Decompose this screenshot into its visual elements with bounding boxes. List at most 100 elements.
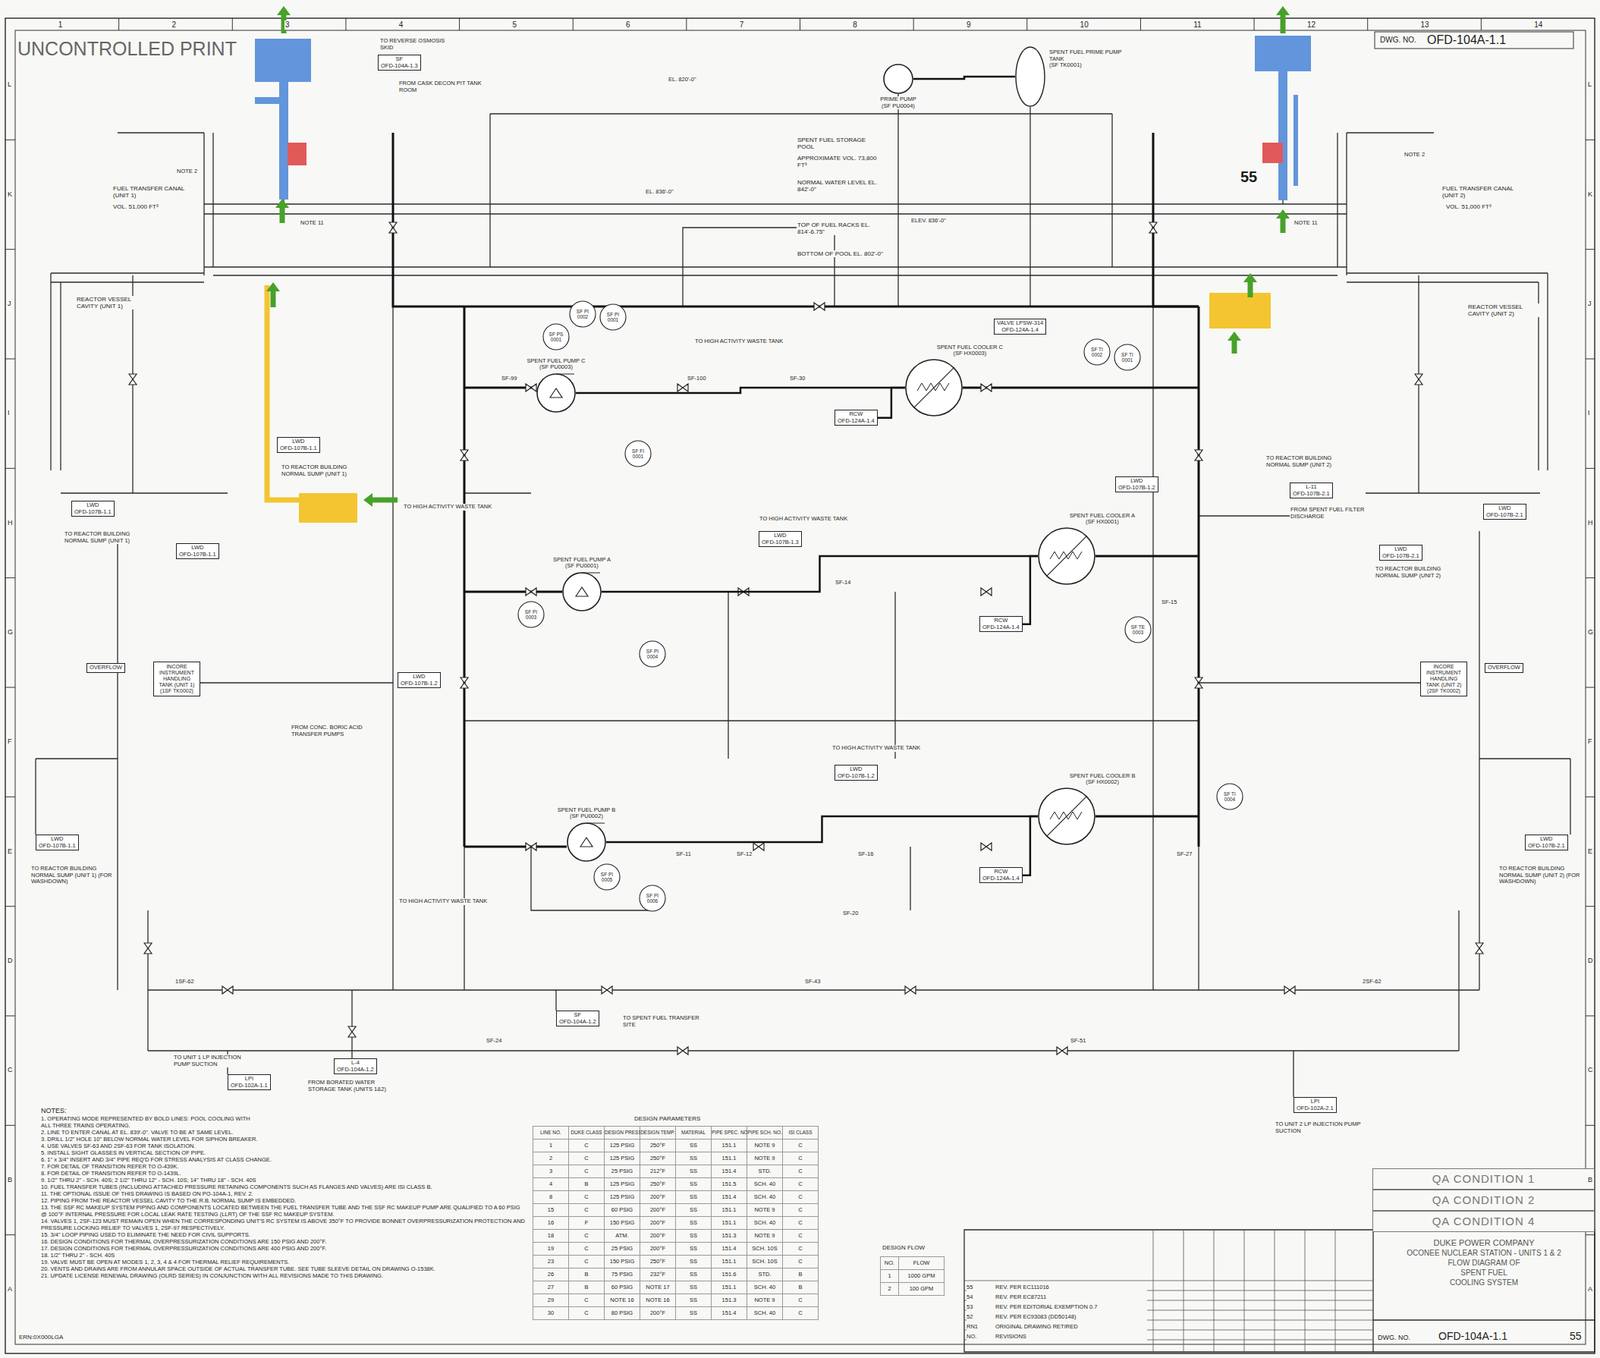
valve-symbol	[677, 1046, 689, 1055]
green-arrow	[279, 207, 286, 224]
note-line: 18. 1/2" THRU 2" - SCH. 40S	[40, 1251, 527, 1259]
table-cell: C	[568, 1139, 605, 1153]
green-arrowhead	[1276, 209, 1290, 219]
note-line: 14. VALVES 1, 2SF-123 MUST REMAIN OPEN W…	[40, 1217, 527, 1232]
pump-symbol: SPENT FUEL PUMP A(SF PU0001)	[562, 572, 602, 612]
process-line	[606, 816, 1038, 843]
table-cell: 125 PSIG	[604, 1152, 641, 1166]
grid-letter: F	[1587, 737, 1594, 745]
green-arrowhead	[276, 6, 291, 16]
valve-symbol	[389, 222, 397, 233]
grid-letter: E	[1587, 847, 1594, 856]
reference-text: OFD-102A-1.1	[230, 1082, 268, 1090]
green-arrowhead	[1227, 331, 1242, 341]
note-line: 10. FUEL TRANSFER TUBES (INCLUDING ATTAC…	[40, 1183, 527, 1191]
tank-text: INCORE INSTRUMENT HANDLING TANK (UNIT 1)	[155, 663, 199, 689]
table-cell: SS	[675, 1307, 712, 1321]
pipe-line	[34, 758, 36, 835]
bold-pipe-line	[1095, 555, 1199, 558]
valve-tag: DWG. NO.	[1376, 1333, 1412, 1342]
valve-tag: 1SF-62	[174, 978, 195, 986]
pipe-line	[59, 282, 61, 471]
table-cell: C	[782, 1165, 819, 1179]
pipe-line	[1336, 132, 1338, 268]
valve-tag: SF-14	[834, 579, 852, 587]
component-tag: SPENT FUEL COOLER A	[1069, 512, 1135, 520]
table-cell: C	[568, 1242, 605, 1256]
reference-text: OFD-124A-1.4	[982, 875, 1020, 883]
table-cell: SS	[675, 1242, 712, 1256]
grid-letter: I	[1587, 408, 1591, 417]
grid-tick	[685, 18, 687, 31]
valve-symbol	[460, 449, 469, 461]
table-cell: C	[782, 1139, 819, 1153]
component-label: SPENT FUEL COOLER A(SF HX0001)	[1069, 512, 1135, 526]
table-header: PIPE SPEC. NO.	[711, 1126, 748, 1140]
green-arrow	[1232, 340, 1238, 354]
bubble-text-holder: SF PS 0001	[544, 331, 568, 343]
table-cell: 26	[533, 1268, 569, 1282]
table-cell: NOTE 9	[747, 1203, 783, 1217]
table-cell: 80 PSIG	[604, 1307, 641, 1321]
grid-tick	[913, 18, 915, 31]
valve-symbol	[980, 383, 992, 392]
reference-box: L-4OFD-104A-1.2	[333, 1058, 378, 1075]
green-arrow	[1280, 218, 1286, 233]
drawing-label: UNCONTROLLED PRINT	[16, 37, 238, 60]
table-cell: SS	[675, 1294, 712, 1308]
grid-letter: A	[1587, 1285, 1594, 1293]
table-cell: C	[568, 1294, 605, 1308]
component-label: SPENT FUEL PUMP C(SF PU0003)	[527, 358, 586, 371]
revision-column	[1335, 1229, 1336, 1352]
bubble-circle	[569, 301, 596, 327]
grid-tick	[5, 905, 16, 907]
note-line: ALL THREE TRAINS OPERATING.	[40, 1122, 527, 1129]
reference-text: LWD	[837, 766, 875, 774]
note-line: 12. PIPING FROM THE REACTOR VESSEL CAVIT…	[40, 1197, 527, 1204]
table-cell: 18	[533, 1229, 569, 1243]
reference-box: LPIOFD-102A-1.1	[227, 1074, 271, 1091]
drawing-label: SPENT FUEL STORAGE POOL	[796, 136, 882, 151]
reference-text: L-11	[1292, 484, 1330, 491]
table-cell: 250°F	[640, 1178, 676, 1192]
component-tag: (SF HX0001)	[1069, 518, 1135, 526]
grid-letter: K	[1587, 190, 1594, 199]
instrument-tag: SF TI 0002	[1085, 346, 1109, 358]
bold-pipe-line	[392, 132, 465, 307]
component-label: SPENT FUEL COOLER C(SF HX0003)	[936, 344, 1003, 358]
table-cell: 250°F	[640, 1152, 676, 1166]
exchanger-diagonal	[1046, 795, 1087, 837]
table-cell: B	[568, 1268, 605, 1282]
revision-column	[1244, 1229, 1245, 1352]
pipe-line	[204, 213, 1347, 214]
reference-text: LWD	[761, 532, 799, 540]
instrument-bubble: SF PI 0005	[593, 863, 621, 891]
pipe-line	[464, 719, 1199, 721]
grid-number: 10	[1079, 20, 1090, 30]
table-cell: SCH. 40	[747, 1191, 783, 1204]
bubble-circle	[518, 601, 544, 628]
pipe-line	[200, 682, 393, 683]
table-cell: 2	[533, 1152, 569, 1166]
pipe-line	[463, 846, 465, 991]
table-cell: SS	[675, 1229, 712, 1243]
instrument-tag: SF PI 0003	[519, 609, 543, 620]
grid-tick	[5, 1015, 16, 1017]
drawing-label: NOTE 2	[1403, 151, 1426, 159]
table-cell: B	[782, 1281, 819, 1295]
reference-box: LWDOFD-107B-1.2	[834, 764, 878, 781]
table-cell: 232°F	[640, 1268, 676, 1282]
table-cell: STD.	[747, 1165, 783, 1179]
blue-tank	[254, 38, 312, 82]
table-cell: C	[568, 1152, 605, 1166]
table-cell: SS	[675, 1268, 712, 1282]
symbol-outline	[536, 373, 576, 413]
symbol-circle	[1038, 528, 1095, 585]
table-cell: SS	[675, 1139, 712, 1153]
pipe-line	[1478, 531, 1480, 991]
valve-tag: SF-15	[1160, 599, 1178, 607]
reference-text: RCW	[837, 411, 875, 419]
valve-symbol	[814, 302, 825, 311]
bubble-text-holder: SF PI 0004	[641, 648, 664, 660]
pipe-line	[1365, 492, 1541, 494]
